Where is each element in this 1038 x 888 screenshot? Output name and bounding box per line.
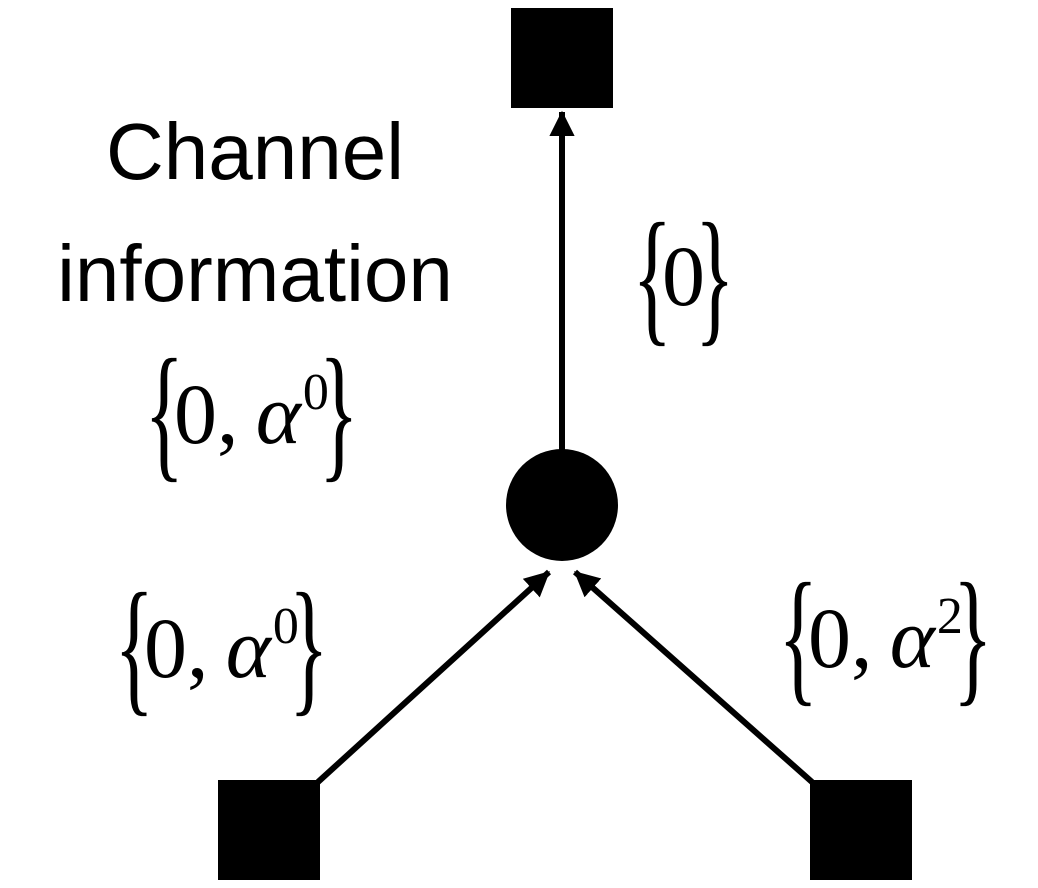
close-brace: } [695, 193, 735, 359]
label-bottom-right-edge-message: { 0, α2 } [746, 561, 1025, 711]
channel-information-heading-line2: information [57, 229, 453, 318]
open-brace: { [144, 329, 184, 495]
check-node-bottom-left [218, 780, 320, 880]
alpha-symbol: α [889, 590, 935, 686]
message-value: 0, α0 [174, 364, 329, 458]
channel-information-heading-line1: Channel [105, 107, 404, 196]
close-brace: } [318, 329, 359, 495]
message-prefix: 0, [174, 366, 256, 462]
open-brace: { [632, 193, 672, 359]
variable-node-center [506, 449, 618, 561]
message-value: 0 [662, 228, 705, 324]
message-prefix: 0, [144, 600, 226, 696]
label-top-edge-message: { 0 } [600, 201, 767, 351]
exponent: 0 [272, 598, 299, 655]
close-brace: } [952, 553, 993, 719]
message-prefix: 0, [808, 590, 890, 686]
check-node-top [511, 8, 613, 108]
open-brace: { [778, 553, 818, 719]
alpha-symbol: α [255, 366, 301, 462]
check-node-bottom-right [810, 780, 912, 880]
message-value: 0, α0 [144, 598, 299, 692]
label-channel-information-message: { 0, α0 } [112, 337, 391, 487]
close-brace: } [288, 563, 329, 729]
label-bottom-left-edge-message: { 0, α0 } [82, 571, 361, 721]
edge-bottom-left-to-center [315, 569, 552, 785]
edge-bottom-right-to-center [573, 569, 814, 785]
exponent: 2 [936, 588, 963, 645]
alpha-symbol: α [225, 600, 271, 696]
exponent: 0 [302, 364, 329, 421]
message-value: 0, α2 [808, 588, 963, 682]
open-brace: { [114, 563, 154, 729]
